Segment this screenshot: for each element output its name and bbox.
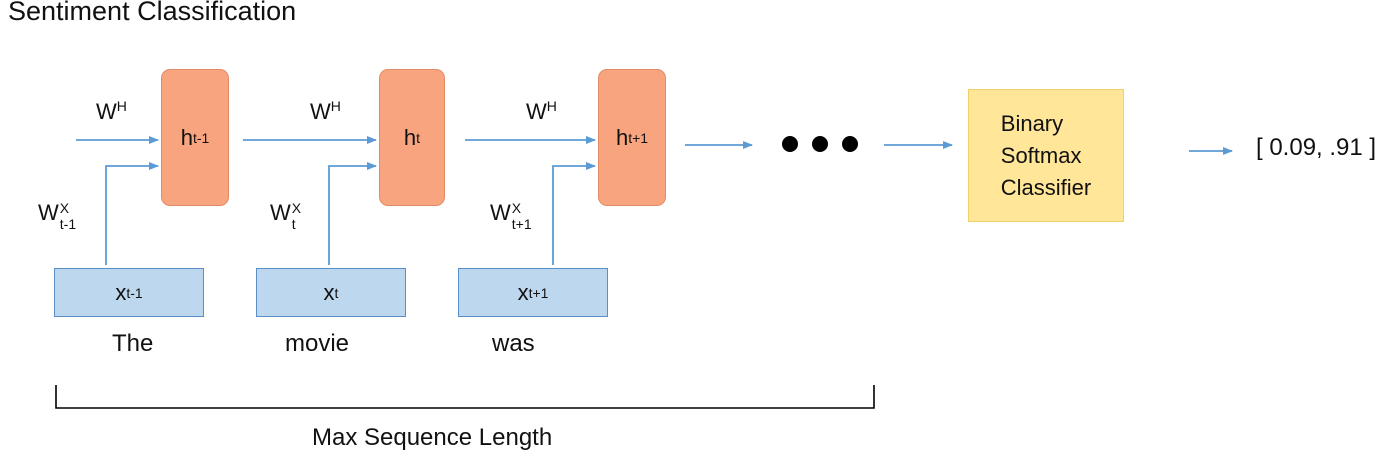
max-sequence-length-label: Max Sequence Length <box>312 424 553 451</box>
binary-softmax-classifier: Binary Softmax Classifier <box>968 89 1124 222</box>
word-was: was <box>492 330 535 357</box>
classifier-line-3: Classifier <box>1000 174 1092 200</box>
arrow-wx-3 <box>552 162 596 265</box>
word-the: The <box>112 330 154 357</box>
ellipsis-dot <box>812 136 828 152</box>
word-movie: movie <box>285 330 350 357</box>
ellipsis <box>782 136 858 152</box>
diagram-title: Sentiment Classification <box>8 0 297 26</box>
classifier-line-1: Binary <box>1000 110 1064 136</box>
wh-label-2: WH <box>310 98 341 124</box>
wh-label-1: WH <box>96 98 127 124</box>
output-probabilities: [ 0.09, .91 ] <box>1256 134 1377 161</box>
classifier-line-2: Softmax <box>1000 142 1082 168</box>
sequence-brace <box>55 385 875 409</box>
ellipsis-dot <box>782 136 798 152</box>
arrow-wx-1 <box>105 162 159 265</box>
wh-label-3: WH <box>526 98 557 124</box>
arrow-wx-2 <box>328 162 377 265</box>
ellipsis-dot <box>842 136 858 152</box>
